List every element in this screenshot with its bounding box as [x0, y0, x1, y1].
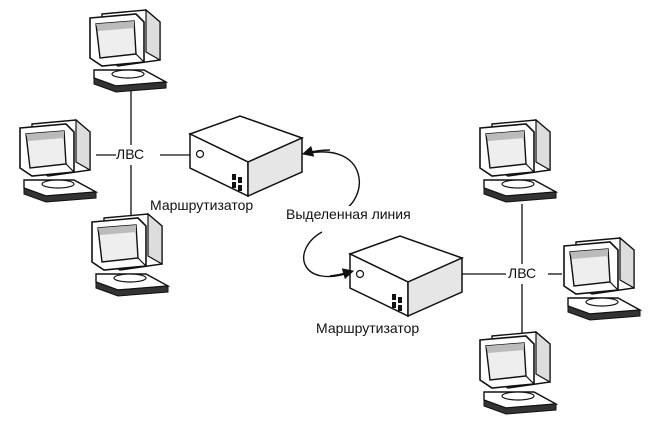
- router-left-label: Маршрутизатор: [150, 197, 254, 213]
- dedicated-line-label: Выделенная линия: [286, 206, 411, 222]
- computer-left-middle: [19, 119, 97, 203]
- computer-right-middle: [563, 237, 641, 321]
- lan-right-label: ЛВС: [508, 265, 537, 281]
- computer-left-bottom: [91, 213, 169, 297]
- dedicated-line-arrow-bottom: [329, 268, 355, 280]
- right-lan-links: [462, 204, 562, 338]
- computer-right-top: [479, 119, 557, 203]
- dedicated-line-arrow-top: [301, 145, 331, 157]
- router-right: [349, 235, 463, 317]
- computer-left-top: [89, 9, 167, 93]
- router-right-label: Маршрутизатор: [316, 320, 420, 336]
- lan-left-label: ЛВС: [116, 146, 145, 162]
- router-left: [189, 115, 303, 197]
- computer-right-bottom: [479, 331, 557, 415]
